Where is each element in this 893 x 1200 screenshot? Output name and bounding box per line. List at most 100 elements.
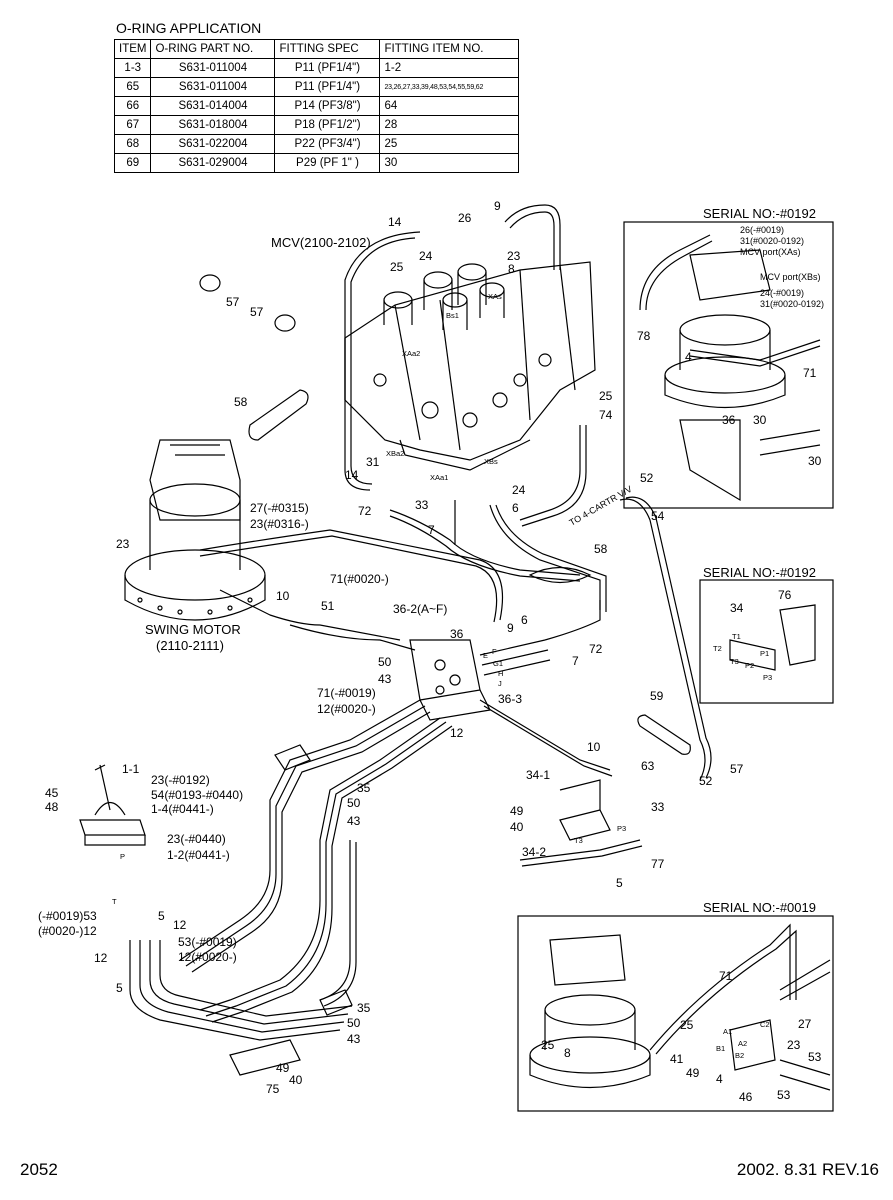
callout: 31(#0020-0192) [740,236,805,246]
callout: 5 [616,876,623,890]
callout: 53 [777,1088,791,1102]
callout: 9 [494,199,501,213]
callout: 9 [507,621,514,635]
callout: 43 [378,672,392,686]
serial-b-title: SERIAL NO:-#0192 [703,565,816,580]
oring-table-title: O-RING APPLICATION [116,20,262,36]
callout: 54(#0193-#0440) [151,788,244,802]
table-row: 67 S631-018004 P18 (PF1/2") 28 [113,115,520,135]
cell-fitting: 1-2 [379,58,520,78]
port-mark: B2 [735,1051,745,1060]
callout: 43 [347,1032,361,1046]
callout: 12 [173,918,187,932]
date-revision: 2002. 8.31 REV.16 [736,1160,879,1179]
callout: 57 [250,305,264,319]
callout: 63 [641,759,655,773]
callout: 77 [651,857,665,871]
col-item: ITEM [113,39,152,59]
callout: 12(#0020-) [178,950,237,964]
callout: (-#0019)53 [38,909,97,923]
callout: 46 [739,1090,753,1104]
inset-frame-serial-b [699,579,834,704]
band-58 [248,389,309,441]
port-mark: XBa2 [386,449,405,458]
callout: 71(#0020-) [330,572,389,586]
port-mark: C2 [760,1020,770,1029]
port-mark: F [492,647,497,656]
port-mark: P2 [745,661,755,670]
callout: MCV port(XBs) [760,272,821,282]
callout: 8 [508,262,515,276]
callout: 36-2(A~F) [393,602,448,616]
port-mark: XAa1 [430,473,449,482]
callout: 52 [640,471,654,485]
callout: 50 [347,796,361,810]
callout: 57 [226,295,240,309]
pilot-lines [129,699,453,1041]
joystick-1-1 [79,764,146,846]
bracket-75 [229,1039,301,1076]
port-mark: H [498,669,504,678]
callout: 72 [589,642,603,656]
callout: 45 [45,786,59,800]
pipes-to-34 [479,496,712,867]
callout: 10 [587,740,601,754]
port-mark: A1 [723,1027,733,1036]
callout: 1-2(#0441-) [167,848,230,862]
port-mark: P3 [763,673,773,682]
callout: 78 [637,329,651,343]
callout: 30 [753,413,767,427]
oring-57a [199,274,221,292]
port-mark: XAs [488,292,502,301]
port-mark: E [483,651,489,660]
callout: 58 [594,542,608,556]
callout: 14 [345,468,359,482]
callout: 71 [719,969,733,983]
table-row: 69 S631-029004 P29 (PF 1" ) 30 [113,153,520,173]
callout: 23(-#0440) [167,832,226,846]
port-mark: Bs1 [446,311,459,320]
bracket-35b [319,989,353,1016]
callout: 35 [357,781,371,795]
port-mark: P [120,852,126,861]
callout: 4 [716,1072,723,1086]
callout: 7 [572,654,579,668]
callout: 41 [670,1052,684,1066]
callout: 23(-#0192) [151,773,210,787]
callout: 36-3 [498,692,523,706]
callout: 10 [276,589,290,603]
port-mark: XBs [484,457,498,466]
callout: 34 [730,601,744,615]
port-mark: T2 [713,644,722,653]
callout: 12 [450,726,464,740]
inset-frame-serial-c [517,915,834,1112]
port-mark: A2 [738,1039,748,1048]
callout: 5 [116,981,123,995]
callout: 50 [347,1016,361,1030]
callout: 71 [803,366,817,380]
port-mark: T1 [732,632,741,641]
port-mark: T [112,897,117,906]
callout: 54 [651,509,665,523]
callout: 59 [650,689,664,703]
callout: 23 [787,1038,801,1052]
callout: 33 [415,498,429,512]
callout: 74 [599,408,613,422]
callout: 33 [651,800,665,814]
callout: 76 [778,588,792,602]
port-mark: B1 [716,1044,726,1053]
valve-34-2 [559,779,611,841]
page-number: 2052 [20,1160,58,1179]
cell-item: 68 [113,134,152,154]
serial-a-title: SERIAL NO:-#0192 [703,206,816,221]
callout: 23(#0316-) [250,517,309,531]
table-header-row: ITEM O-RING PART NO. FITTING SPEC FITTIN… [113,39,520,59]
callout: 8 [564,1046,571,1060]
callout: 34-2 [522,845,547,859]
cell-part: S631-018004 [150,115,276,135]
band-59 [637,714,691,755]
callout: 27 [798,1017,812,1031]
cell-part: S631-029004 [150,153,276,173]
callout: 31 [366,455,380,469]
